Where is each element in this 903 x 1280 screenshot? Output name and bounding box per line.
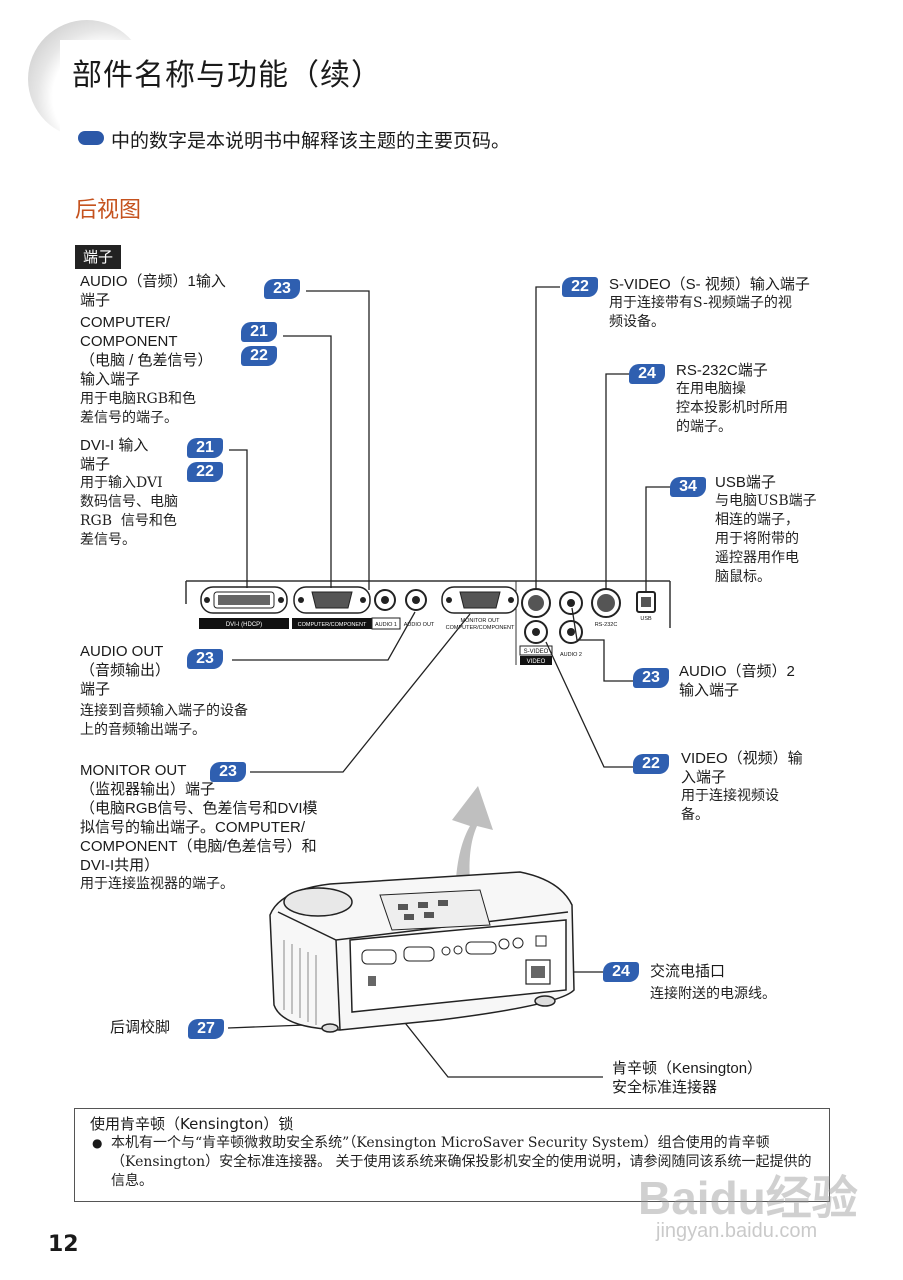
video-label: VIDEO（视频）输 入端子 xyxy=(681,750,803,786)
watermark-logo: Baidu经验 xyxy=(638,1172,858,1224)
page-badge: 24 xyxy=(603,962,639,982)
page-badge: 22 xyxy=(633,754,669,774)
watermark-url: jingyan.baidu.com xyxy=(656,1220,818,1242)
audio2-label: AUDIO（音频）2 输入端子 xyxy=(679,663,795,699)
dvi-desc: 用于输入DVI 数码信号、电脑 RGB 信号和色 差信号。 xyxy=(80,475,178,548)
panel-audio-out-label: AUDIO OUT xyxy=(404,622,435,628)
page-reference-note: 中的数字是本说明书中解释该主题的主要页码。 xyxy=(111,130,511,152)
terminals-tag: 端子 xyxy=(75,245,122,269)
panel-computer-label: COMPUTER/COMPONENT xyxy=(298,622,367,628)
kensington-box-body: 本机有一个与“肯辛顿微救助安全系统”（Kensington MicroSaver… xyxy=(111,1135,812,1189)
ac-socket-desc: 连接附送的电源线。 xyxy=(650,986,776,1002)
page-badge: 22 xyxy=(241,346,277,366)
audio-out-label: AUDIO OUT （音频输出） 端子 xyxy=(80,643,171,698)
projector-illustration xyxy=(269,871,575,1033)
svideo-desc: 用于连接带有S-视频端子的视 频设备。 xyxy=(609,295,792,330)
page-badge: 23 xyxy=(187,649,223,669)
kensington-box-title: 使用肯辛顿（Kensington）锁 xyxy=(90,1115,294,1133)
page-badge: 23 xyxy=(633,668,669,688)
panel-dvi-label: DVI-I (HDCP) xyxy=(226,622,262,628)
bullet-icon: ● xyxy=(92,1136,103,1150)
rs232-label: RS-232C端子 xyxy=(676,362,768,379)
audio-out-desc: 连接到音频输入端子的设备 上的音频输出端子。 xyxy=(80,703,248,738)
computer-label: COMPUTER/ COMPONENT （电脑 / 色差信号） 输入端子 xyxy=(80,314,213,388)
section-title: 后视图 xyxy=(75,198,142,223)
title-background xyxy=(60,40,480,138)
page-badge: 21 xyxy=(187,438,223,458)
kensington-label: 肯辛顿（Kensington） 安全标准连接器 xyxy=(612,1060,763,1096)
connector-panel: DVI-I (HDCP) COMPUTER/COMPONENT AUDIO 1 … xyxy=(185,580,671,665)
page-badge: 27 xyxy=(188,1019,224,1039)
panel-usb-label: USB xyxy=(640,616,652,622)
page-badge: 21 xyxy=(241,322,277,342)
panel-audio1-label: AUDIO 1 xyxy=(375,622,397,628)
leader-lines xyxy=(227,286,672,1078)
page-badge: 22 xyxy=(562,277,598,297)
usb-desc: 与电脑USB端子 相连的端子， 用于将附带的 遥控器用作电 脑鼠标。 xyxy=(715,493,817,585)
ac-socket-label: 交流电插口 xyxy=(650,963,726,980)
panel-rs232-label: RS-232C xyxy=(595,622,618,628)
rear-foot-label: 后调校脚 xyxy=(110,1019,171,1036)
monitor-out-desc: 用于连接监视器的端子。 xyxy=(80,876,234,892)
monitor-out-label: MONITOR OUT （监视器输出）端子 （电脑RGB信号、色差信号和DVI模… xyxy=(80,762,318,874)
page-reference-marker xyxy=(78,131,104,145)
panel-svideo-label: S-VIDEO xyxy=(524,649,549,655)
svideo-label: S-VIDEO（S- 视频）输入端子 xyxy=(609,276,810,293)
audio1-label: AUDIO（音频）1输入 端子 xyxy=(80,273,226,309)
page-badge: 23 xyxy=(210,762,246,782)
panel-video-label: VIDEO xyxy=(527,659,546,665)
page-badge: 24 xyxy=(629,364,665,384)
kensington-info-box xyxy=(74,1108,830,1202)
page-badge: 22 xyxy=(187,462,223,482)
usb-label: USB端子 xyxy=(715,474,776,491)
computer-desc: 用于电脑RGB和色 差信号的端子。 xyxy=(80,391,197,426)
page-number: 12 xyxy=(48,1232,79,1257)
page-title: 部件名称与功能（续） xyxy=(72,58,382,93)
rs232-desc: 在用电脑操 控本投影机时所用 的端子。 xyxy=(676,381,788,435)
page-badge: 23 xyxy=(264,279,300,299)
video-desc: 用于连接视频设 备。 xyxy=(681,788,779,823)
panel-audio2-label: AUDIO 2 xyxy=(560,652,582,658)
dvi-label: DVI-I 输入 端子 xyxy=(80,437,149,473)
page-badge: 34 xyxy=(670,477,706,497)
